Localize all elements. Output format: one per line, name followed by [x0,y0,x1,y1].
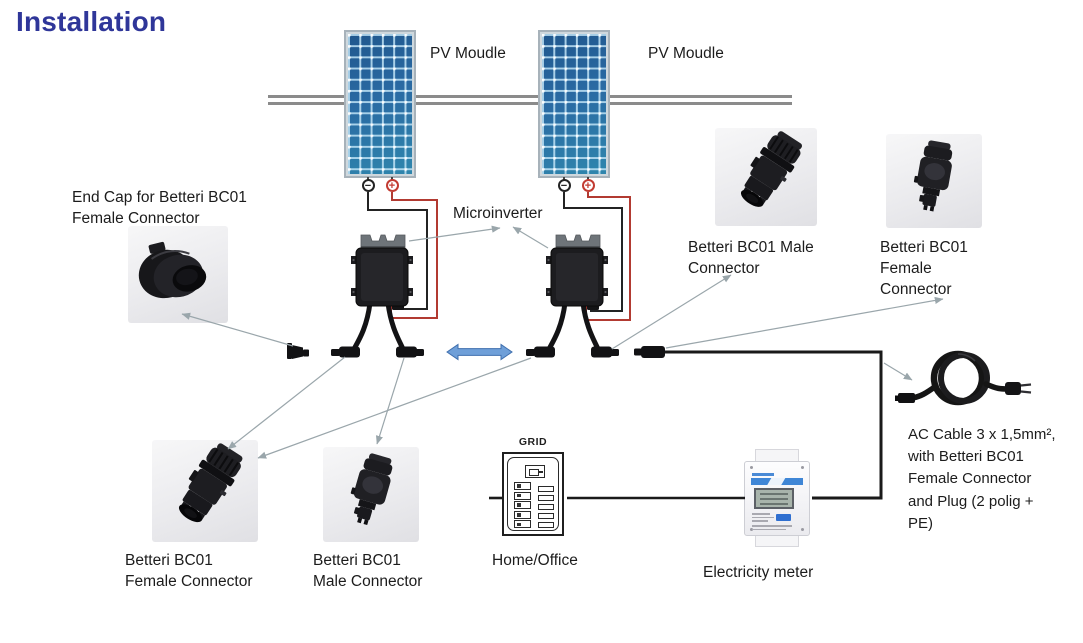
page-title: Installation [16,6,167,37]
bottom-male-connector-label: Betteri BC01 Male Connector [313,552,423,590]
pv2-minus-wire [563,192,623,312]
pv-module-1-label: PV Moudle [430,45,506,62]
female-connector-icon [886,134,982,228]
bottom-female-connector-photo [152,440,258,542]
mc-connector-left-1 [331,346,360,358]
grid-breakers-icon [514,482,531,530]
end-cap-piece [287,343,309,359]
top-female-connector-photo [886,134,982,228]
electricity-meter-label: Electricity meter [703,564,814,581]
meter-button [776,514,791,521]
end-cap-icon [128,226,228,323]
mounting-rail-bottom [268,101,792,105]
inverter-body [355,247,409,307]
end-cap-label: End Cap for Betteri BC01 Female Connecto… [72,189,247,227]
mc-connector-left-2 [526,346,555,358]
annotation-arrows [181,225,944,459]
pv-cells-pattern [542,34,606,174]
meter-body [744,461,810,536]
pv1-minus-terminal: − [361,179,375,192]
end-cap-photo [128,226,228,323]
pv-module-1 [344,30,416,178]
bottom-female-connector-label: Betteri BC01 Female Connector [125,552,253,590]
mc-connector-right-2 [591,346,619,358]
arrow-to-top-male-label [611,274,732,350]
top-male-connector-label: Betteri BC01 Male Connector [688,239,814,277]
pv1-minus-wire [367,192,428,310]
meter-lcd-display [754,488,794,509]
grid-busbars-icon [538,486,554,530]
ac-cable-icon [895,350,1032,406]
pv2-plus-wire [585,192,631,321]
grid-panel-outline [507,457,559,531]
inverter-bracket [360,234,406,251]
arrow-to-bottom-female-photo-2 [257,357,532,459]
inverter-cable [546,300,568,352]
pv1-plus-wire [390,192,438,319]
electricity-meter [744,449,812,547]
mc-connector-right-1 [396,346,424,358]
meter-bottom-tab [755,535,799,547]
microinverter-2 [546,234,608,352]
inverter-cable [385,300,406,352]
ac-cable-label: AC Cable 3 x 1,5mm², with Betteri BC01 F… [908,426,1056,532]
pv2-minus-terminal: − [557,179,571,192]
female-connector-icon [152,440,258,542]
arrow-to-bottom-male-photo [375,357,405,445]
inverter-cable [351,300,373,352]
inverter-cable [580,300,601,352]
top-male-connector-photo [715,128,817,226]
home-office-label: Home/Office [492,552,578,569]
arrow-to-microinverter-label-right [512,226,549,249]
ac-connectors [287,343,665,359]
inverter-body [550,247,604,307]
arrow-to-bottom-female-photo-1 [227,356,346,450]
bottom-male-connector-photo [323,447,419,542]
pv-module-2-label: PV Moudle [648,45,724,62]
pv2-plus-terminal: + [581,179,595,192]
microinverter-1 [351,234,413,352]
microinverter-label: Microinverter [453,205,543,222]
male-connector-icon [715,128,817,226]
male-connector-icon [323,447,419,542]
arrow-to-microinverter-label-left [408,225,501,242]
grid-distribution-box [502,452,564,536]
pv1-plus-terminal: + [385,179,399,192]
grid-main-switch-icon [525,465,545,478]
top-female-connector-label: Betteri BC01 Female Connector [880,239,968,298]
grid-label: GRID [518,436,548,448]
pv-module-2 [538,30,610,178]
connection-double-arrow-icon [446,343,513,361]
inverter-bracket [555,234,601,251]
meter-brand-stripe [752,473,774,476]
meter-blue-band [751,478,803,485]
pv-cells-pattern [348,34,412,174]
mounting-rail-top [268,95,792,99]
ac-cable-photo [895,350,1032,406]
trunk-female-connector [634,346,665,358]
